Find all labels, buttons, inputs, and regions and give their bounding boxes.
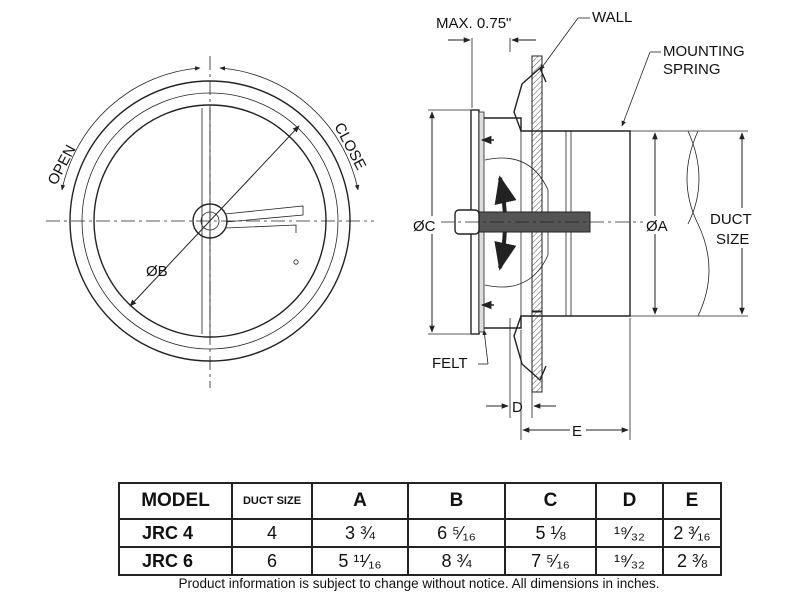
cell-a: 5 ¹¹⁄₁₆ <box>311 546 409 576</box>
dimension-table: MODEL DUCT SIZE A B C D E JRC 4 4 3 ¾ 6 … <box>118 482 722 576</box>
close-arc <box>219 66 360 191</box>
side-view: MAX. 0.75" WALL MOUNTING SPRING ØC ØA DU… <box>413 9 764 440</box>
cell-e: 2 ³⁄₁₆ <box>662 518 722 548</box>
table-row: JRC 4 4 3 ¾ 6 ⁵⁄₁₆ 5 ⅛ ¹⁹⁄₃₂ 2 ³⁄₁₆ <box>118 518 722 548</box>
cell-duct-size: 4 <box>231 518 313 548</box>
collar <box>484 117 631 329</box>
cell-d: ¹⁹⁄₃₂ <box>595 518 664 548</box>
table-header-row: MODEL DUCT SIZE A B C D E <box>118 482 722 520</box>
open-arc <box>60 66 201 191</box>
duct-label-2: SIZE <box>716 231 749 248</box>
cell-e: 2 ⅜ <box>662 546 722 576</box>
footnote: Product information is subject to change… <box>178 576 660 591</box>
cell-a: 3 ¾ <box>311 518 409 548</box>
cell-c: 5 ⅛ <box>504 518 597 548</box>
cell-b: 8 ¾ <box>407 546 506 576</box>
dim-b-label: ØB <box>146 263 168 280</box>
header-d: D <box>595 482 664 520</box>
duct <box>630 130 710 317</box>
table-row: JRC 6 6 5 ¹¹⁄₁₆ 8 ¾ 7 ⁵⁄₁₆ ¹⁹⁄₃₂ 2 ⅜ <box>118 546 722 576</box>
cell-model: JRC 4 <box>118 518 233 548</box>
cell-c: 7 ⁵⁄₁₆ <box>504 546 597 576</box>
wall-upper <box>531 55 543 312</box>
close-label: CLOSE <box>330 120 369 173</box>
dim-e-label: E <box>572 423 582 440</box>
wall-label: WALL <box>592 9 632 26</box>
max-label: MAX. 0.75" <box>436 15 511 32</box>
dim-c-label: ØC <box>413 218 436 235</box>
cell-b: 6 ⁵⁄₁₆ <box>407 518 506 548</box>
dim-a-label: ØA <box>646 218 668 235</box>
front-view: ØB OPEN CLOSE <box>45 56 374 388</box>
header-a: A <box>311 482 409 520</box>
header-duct-size: DUCT SIZE <box>231 482 313 520</box>
open-label: OPEN <box>45 142 80 188</box>
felt-label: FELT <box>432 355 468 372</box>
header-model: MODEL <box>118 482 233 520</box>
technical-drawing: ØB OPEN CLOSE <box>44 9 764 440</box>
header-e: E <box>662 482 722 520</box>
cell-model: JRC 6 <box>118 546 233 576</box>
spring-label-2: SPRING <box>663 61 721 78</box>
wall-lower <box>531 311 543 393</box>
duct-label-1: DUCT <box>710 211 752 228</box>
cell-duct-size: 6 <box>231 546 313 576</box>
dim-d-label: D <box>512 399 523 416</box>
spring-upper <box>513 66 547 132</box>
header-c: C <box>504 482 597 520</box>
header-b: B <box>407 482 506 520</box>
cell-d: ¹⁹⁄₃₂ <box>595 546 664 576</box>
spring-label-1: MOUNTING <box>663 43 745 60</box>
spring-lower <box>513 315 547 382</box>
